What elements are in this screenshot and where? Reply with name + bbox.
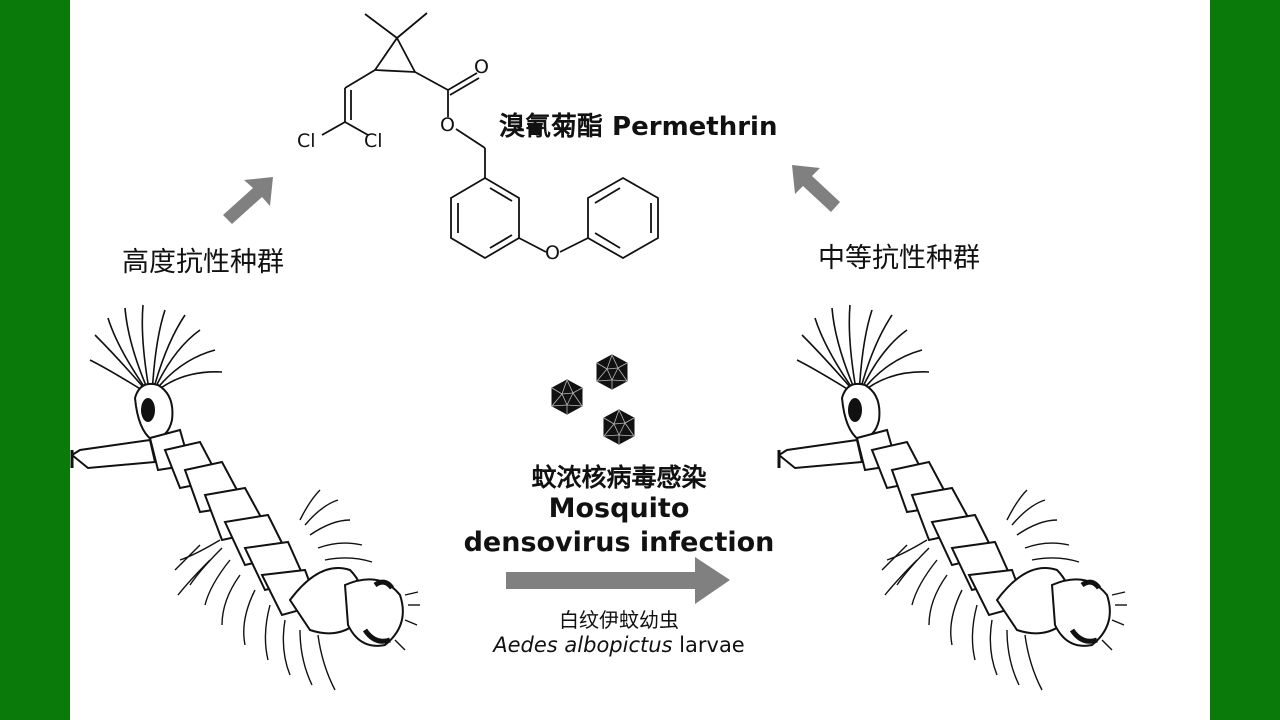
atom-o-ether: O xyxy=(545,242,560,264)
atom-o-ester: O xyxy=(440,114,455,136)
larvae-en-label: Aedes albopictus larvae xyxy=(454,633,784,657)
left-population-label: 高度抗性种群 xyxy=(122,247,284,278)
infection-en-line1: Mosquito xyxy=(548,493,690,524)
infection-cn-label: 蚊浓核病毒感染 xyxy=(531,463,707,492)
mosquito-larva-icon-left xyxy=(72,305,420,690)
larvae-cn-label: 白纹伊蚊幼虫 xyxy=(559,608,679,632)
larvae-latin-name: Aedes albopictus xyxy=(493,633,673,657)
arrow-up-left-icon xyxy=(792,165,840,212)
permethrin-structure xyxy=(321,12,659,260)
diagram-svg xyxy=(70,12,1210,720)
arrow-up-right-icon xyxy=(223,177,273,224)
diagram-canvas: Cl Cl O O O 溴氰菊酯 Permethrin 高度抗性种群 中等抗性种… xyxy=(70,0,1210,720)
atom-o-carbonyl: O xyxy=(474,56,489,78)
atom-cl-2: Cl xyxy=(364,130,383,152)
molecule-name: 溴氰菊酯 Permethrin xyxy=(499,112,778,142)
icosahedral-virus-icon xyxy=(551,354,635,445)
arrow-right-icon xyxy=(506,557,730,604)
larvae-en-word: larvae xyxy=(672,633,745,657)
right-green-border xyxy=(1210,0,1280,720)
mosquito-larva-icon-right xyxy=(779,305,1127,690)
atom-cl-1: Cl xyxy=(297,130,316,152)
infection-en-line2: densovirus infection xyxy=(463,527,775,558)
left-green-border xyxy=(0,0,70,720)
right-population-label: 中等抗性种群 xyxy=(818,243,980,274)
